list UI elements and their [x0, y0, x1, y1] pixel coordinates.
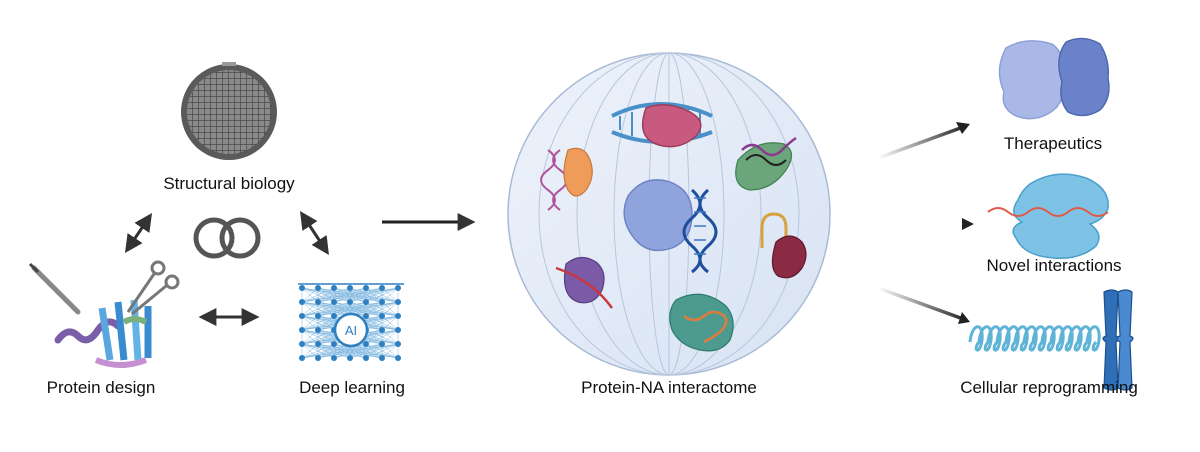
nn-node	[299, 355, 305, 361]
deep-learning-label: Deep learning	[299, 378, 405, 397]
nn-node	[379, 299, 385, 305]
ai-badge-label: AI	[345, 323, 357, 338]
nn-node	[347, 285, 353, 291]
ai-badge: AI	[333, 312, 369, 348]
therapeutics-label: Therapeutics	[1003, 134, 1103, 153]
ribosome-like-protein-icon	[987, 173, 1109, 259]
nn-node	[395, 341, 401, 347]
nn-node	[299, 285, 305, 291]
nn-node	[315, 285, 321, 291]
nn-node	[331, 355, 337, 361]
structural-biology-label: Structural biology	[163, 174, 295, 193]
purple-protein-dna	[555, 256, 614, 309]
arrow-to-cellular-reprogramming	[877, 286, 967, 322]
nn-node	[299, 327, 305, 333]
arrow-to-therapeutics	[877, 124, 967, 160]
nn-node	[347, 355, 353, 361]
central-protein-dna	[623, 179, 718, 274]
nn-node	[315, 341, 321, 347]
nn-node	[331, 341, 337, 347]
nn-node	[395, 299, 401, 305]
nn-node	[315, 327, 321, 333]
nn-node	[331, 285, 337, 291]
interlocking-rings-icon	[193, 217, 261, 259]
nn-node	[395, 285, 401, 291]
nn-node	[379, 355, 385, 361]
nn-node	[363, 285, 369, 291]
nn-node	[299, 341, 305, 347]
arrowhead-cellular-reprogramming	[958, 312, 970, 324]
chromatin-chromosome-icon	[968, 289, 1134, 391]
nn-node	[395, 313, 401, 319]
stem-loop-maroon-protein	[760, 212, 807, 279]
rna-bubble-protein	[611, 102, 713, 148]
novel-interactions-label: Novel interactions	[986, 256, 1122, 275]
nn-node	[363, 341, 369, 347]
nn-node	[347, 299, 353, 305]
nn-node	[299, 299, 305, 305]
orange-protein	[563, 147, 593, 197]
nn-node	[379, 341, 385, 347]
nn-node	[395, 355, 401, 361]
nn-node	[395, 327, 401, 333]
nn-node	[315, 299, 321, 305]
nn-node	[363, 299, 369, 305]
cellular-reprogramming-label: Cellular reprogramming	[960, 378, 1138, 397]
arrowhead-novel-interactions	[962, 218, 974, 230]
double-arrows	[124, 210, 329, 326]
nn-node	[379, 327, 385, 333]
nn-node	[315, 355, 321, 361]
nn-node	[363, 313, 369, 319]
antibody-protein-icon	[998, 37, 1110, 120]
interactome-label: Protein-NA interactome	[581, 378, 757, 397]
protein-design-icon	[28, 260, 180, 368]
nn-node	[331, 299, 337, 305]
nn-node	[379, 313, 385, 319]
nn-node	[315, 313, 321, 319]
teal-protein-dna	[669, 293, 734, 352]
protein-design-label: Protein design	[46, 378, 156, 397]
nn-node	[363, 355, 369, 361]
arrowhead-therapeutics	[956, 122, 970, 134]
nn-node	[379, 285, 385, 291]
em-grid-icon	[181, 62, 277, 160]
nn-node	[331, 313, 337, 319]
green-protein-dna	[735, 136, 797, 191]
nn-node	[299, 313, 305, 319]
